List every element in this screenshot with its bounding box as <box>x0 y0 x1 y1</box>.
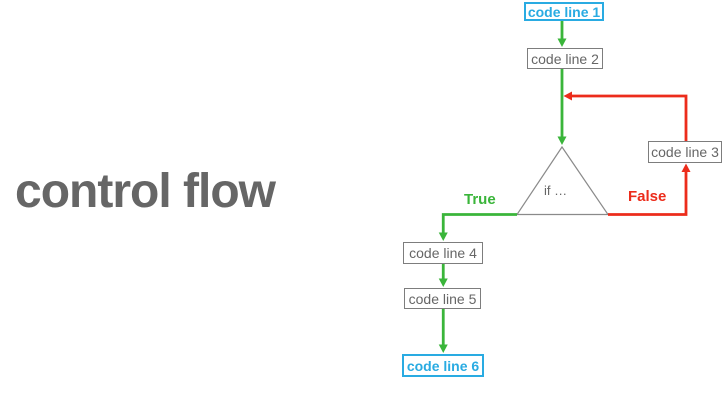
if-condition-triangle <box>515 145 610 216</box>
node-code-line-2: code line 2 <box>527 48 603 69</box>
arrow-line1-to-line2 <box>557 21 567 47</box>
arrow-line5-to-line6 <box>438 309 448 353</box>
arrow-true-branch-to-line4 <box>438 213 517 241</box>
arrow-line2-to-condition <box>557 69 567 145</box>
arrow-false-branch-to-line3 <box>608 163 691 216</box>
arrow-line3-return-to-main <box>563 91 688 141</box>
false-branch-label: False <box>628 188 667 205</box>
arrow-line4-to-line5 <box>438 264 448 287</box>
node-code-line-4: code line 4 <box>403 242 483 264</box>
true-branch-label: True <box>464 191 496 208</box>
page-title: control flow <box>15 165 276 218</box>
node-code-line-1: code line 1 <box>524 2 604 21</box>
node-code-line-3: code line 3 <box>648 141 722 163</box>
node-code-line-5: code line 5 <box>404 288 481 309</box>
condition-label: if … <box>544 183 568 198</box>
node-code-line-6: code line 6 <box>402 354 484 377</box>
